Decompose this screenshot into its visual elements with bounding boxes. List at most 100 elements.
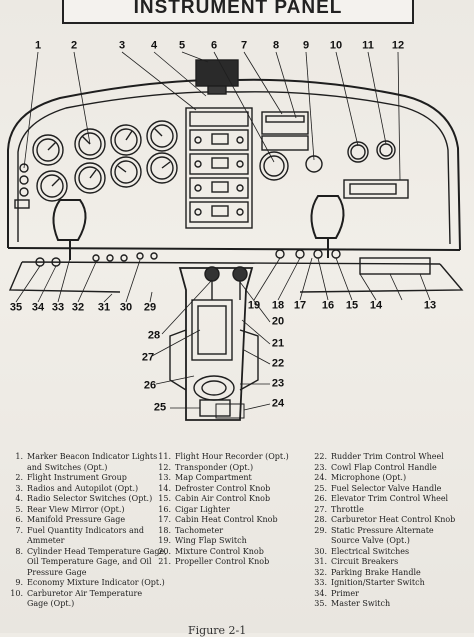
callout-9: 9 bbox=[302, 39, 310, 52]
legend-item-number: 33. bbox=[314, 578, 327, 587]
legend-item-text: Wing Flap Switch bbox=[175, 536, 247, 545]
legend-item-number: 14. bbox=[158, 483, 171, 493]
legend-item-number: 12. bbox=[158, 462, 171, 472]
legend-item-text: Fuel Selector Valve Handle bbox=[331, 483, 442, 493]
callout-1: 1 bbox=[34, 39, 42, 52]
legend-item: 21.Propeller Control Knob bbox=[158, 557, 318, 568]
legend-item-text: Cigar Lighter bbox=[175, 504, 230, 514]
legend-item-number: 3. bbox=[15, 483, 23, 493]
legend-item-number bbox=[10, 557, 23, 568]
callout-19: 19 bbox=[247, 299, 261, 312]
legend-item-number: 2. bbox=[15, 473, 23, 482]
legend-item: Oil Temperature Gage, and Oil bbox=[10, 557, 160, 568]
figure-caption: Figure 2-1 bbox=[188, 624, 247, 637]
legend-item: 29.Static Pressure Alternate bbox=[314, 526, 474, 537]
legend-item: 20.Mixture Control Knob bbox=[158, 547, 318, 558]
legend-item-number: 15. bbox=[158, 494, 171, 503]
legend-item: 18.Tachometer bbox=[158, 526, 318, 537]
legend-item: 8. Cylinder Head Temperature Gage, bbox=[10, 546, 166, 558]
legend-item: 22. Rudder Trim Control Wheel bbox=[314, 452, 474, 463]
legend-item: 19. Wing Flap Switch bbox=[158, 536, 318, 547]
callout-3: 3 bbox=[118, 39, 126, 52]
legend-item-text: Primer bbox=[331, 588, 359, 598]
legend-item-text: Map Compartment bbox=[175, 473, 252, 482]
callout-29: 29 bbox=[143, 301, 157, 314]
legend-item-text: Cylinder Head Temperature Gage, bbox=[27, 546, 167, 556]
legend-item-text: Radio Selector Switches (Opt.) bbox=[27, 494, 153, 503]
callout-22: 22 bbox=[271, 357, 285, 370]
legend-item-text: Flight Hour Recorder (Opt.) bbox=[175, 452, 289, 461]
callout-25: 25 bbox=[153, 401, 167, 414]
legend-item-text: Carburetor Heat Control Knob bbox=[331, 515, 456, 524]
legend-item-text: Transponder (Opt.) bbox=[175, 462, 254, 472]
legend-item-text: Mixture Control Knob bbox=[175, 546, 264, 556]
legend-item: Source Valve (Opt.) bbox=[314, 536, 474, 547]
flight-instrument-gauges bbox=[32, 120, 178, 202]
legend-item-text: Static Pressure Alternate bbox=[331, 525, 434, 535]
legend-item: 13. Map Compartment bbox=[158, 473, 318, 484]
callout-10: 10 bbox=[329, 39, 343, 52]
legend-item: 28. Carburetor Heat Control Knob bbox=[314, 515, 474, 526]
legend-item: 9.Economy Mixture Indicator (Opt.) bbox=[10, 578, 164, 589]
legend-item: 27.Throttle bbox=[314, 505, 474, 516]
callout-5: 5 bbox=[178, 39, 186, 52]
callout-11: 11 bbox=[362, 39, 374, 52]
glareshield-outline bbox=[7, 78, 461, 251]
legend-item-number bbox=[10, 599, 23, 610]
legend-item-number: 35. bbox=[314, 599, 327, 608]
legend-item-number: 19. bbox=[158, 536, 171, 545]
legend-item: and Switches (Opt.) bbox=[10, 463, 160, 474]
legend-item: 30. Electrical Switches bbox=[314, 547, 474, 558]
legend-item-text: Electrical Switches bbox=[331, 546, 410, 556]
legend-item-number: 17. bbox=[158, 515, 171, 524]
legend-item: Gage (Opt.) bbox=[10, 599, 160, 610]
legend-item-number: 22. bbox=[314, 452, 327, 461]
legend-item-number: 10. bbox=[10, 588, 23, 598]
legend-column-2: 11.Flight Hour Recorder (Opt.)12.Transpo… bbox=[158, 452, 318, 568]
legend-item: 16.Cigar Lighter bbox=[158, 505, 318, 516]
control-yokes bbox=[52, 195, 345, 260]
leader-lines bbox=[15, 51, 431, 411]
legend-item-number: 4. bbox=[15, 494, 23, 503]
legend-item-number: 8. bbox=[15, 546, 23, 556]
callout-24: 24 bbox=[271, 397, 285, 410]
legend-item: 1.Marker Beacon Indicator Lights bbox=[10, 452, 160, 463]
legend-item-number: 9. bbox=[15, 578, 23, 587]
legend-item-text: Microphone (Opt.) bbox=[331, 473, 407, 482]
legend-item-text: Propeller Control Knob bbox=[175, 557, 270, 566]
legend-item-text: Manifold Pressure Gage bbox=[27, 515, 126, 524]
legend-item-text: Rudder Trim Control Wheel bbox=[331, 452, 444, 461]
legend-item-number: 27. bbox=[314, 504, 327, 514]
legend-item-number: 13. bbox=[158, 473, 171, 482]
lower-switches bbox=[35, 249, 431, 275]
legend-item-number: 5. bbox=[15, 504, 23, 514]
legend-item-text: Oil Temperature Gage, and Oil bbox=[27, 557, 152, 566]
legend-item-number: 28. bbox=[314, 515, 327, 524]
callout-4: 4 bbox=[150, 39, 158, 52]
pedestal bbox=[169, 266, 259, 421]
legend-item: 23.Cowl Flap Control Handle bbox=[314, 463, 474, 474]
callout-17: 17 bbox=[293, 299, 307, 312]
legend-item-number: 6. bbox=[15, 515, 23, 524]
legend-item-number: 31. bbox=[314, 557, 327, 566]
callout-31: 31 bbox=[97, 301, 111, 314]
legend-item-text: Gage (Opt.) bbox=[27, 599, 75, 608]
legend-item-text: Elevator Trim Control Wheel bbox=[331, 494, 449, 503]
legend-item-number bbox=[10, 463, 23, 474]
marker-beacon-lights bbox=[14, 163, 30, 209]
legend-item-text: Ammeter bbox=[27, 536, 65, 545]
legend-item-text: Flight Instrument Group bbox=[27, 473, 127, 482]
legend-item: 33.Ignition/Starter Switch bbox=[314, 578, 474, 589]
legend-item: 31.Circuit Breakers bbox=[314, 557, 474, 568]
legend-item: 34.Primer bbox=[314, 589, 474, 600]
legend-item: 14.Defroster Control Knob bbox=[158, 484, 318, 495]
legend-item: 26.Elevator Trim Control Wheel bbox=[314, 494, 474, 505]
engine-gauges bbox=[259, 111, 409, 199]
legend-item-text: Rear View Mirror (Opt.) bbox=[27, 504, 125, 514]
callout-33: 33 bbox=[51, 301, 65, 314]
legend-item-number: 30. bbox=[314, 546, 327, 556]
legend-item-text: Source Valve (Opt.) bbox=[331, 536, 410, 545]
legend-item-number: 32. bbox=[314, 567, 327, 577]
